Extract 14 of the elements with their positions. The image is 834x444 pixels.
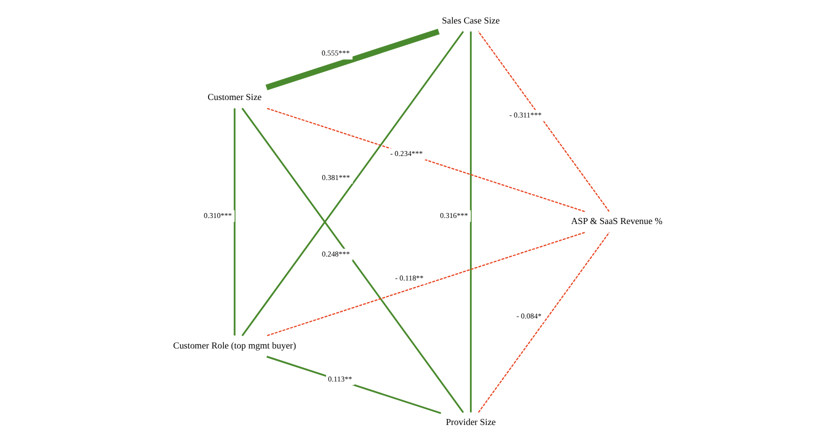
node-text: ASP & SaaS Revenue % bbox=[570, 216, 662, 226]
connector bbox=[469, 32, 472, 412]
connector bbox=[241, 30, 464, 336]
node-text: Customer Role (top mgmt buyer) bbox=[172, 340, 296, 350]
connector bbox=[233, 108, 235, 336]
node-text: Customer Size bbox=[207, 92, 262, 102]
connector bbox=[240, 108, 464, 413]
connector bbox=[266, 232, 584, 336]
connector bbox=[478, 232, 610, 413]
connector bbox=[477, 31, 610, 212]
node-text: Sales Case Size bbox=[441, 15, 500, 26]
connector bbox=[265, 28, 440, 90]
node-text: Provider Size bbox=[445, 417, 496, 428]
connector bbox=[266, 356, 441, 414]
